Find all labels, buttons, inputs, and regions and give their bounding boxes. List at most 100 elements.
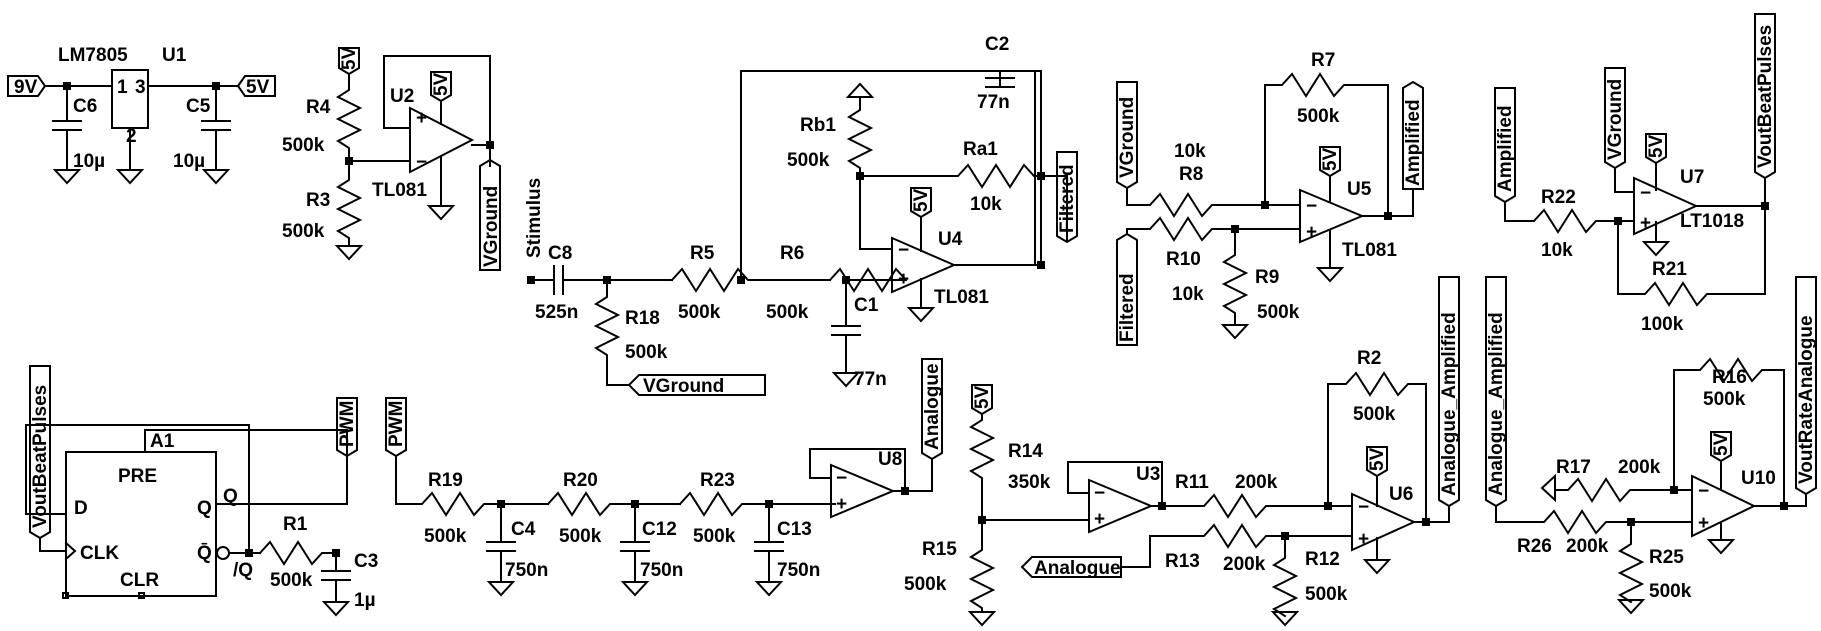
r20-ref: R20 xyxy=(563,470,598,491)
u3-ref: U3 xyxy=(1136,464,1160,485)
c12-value: 750n xyxy=(640,560,683,581)
svg-text:−: − xyxy=(1640,183,1651,204)
svg-text:VoutRateAnalogue: VoutRateAnalogue xyxy=(1796,315,1817,484)
r3-ref: R3 xyxy=(306,190,330,211)
svg-text:+: + xyxy=(1306,222,1317,243)
net-port-5v xyxy=(236,75,276,97)
net-port-voutbeatpulses-a1 xyxy=(29,365,51,540)
net-port-analogue-u8 xyxy=(921,358,943,461)
svg-text:5V: 5V xyxy=(1367,447,1388,471)
rb1-ref: Rb1 xyxy=(800,115,836,136)
resistor-r25 xyxy=(1617,521,1645,604)
c1-value: 77n xyxy=(854,369,887,390)
net-label-stimulus: Stimulus xyxy=(524,178,545,258)
c13-ref: C13 xyxy=(777,519,812,540)
resistor-ra1 xyxy=(859,163,1042,189)
r13-value: 200k xyxy=(1223,554,1266,575)
svg-text:+: + xyxy=(1094,509,1105,530)
r1-value: 500k xyxy=(270,570,313,591)
r6-ref: R6 xyxy=(780,243,804,264)
rate-output-section: Analogue_Amplified R26 200k R17 200k R25… xyxy=(1485,276,1817,614)
r5-ref: R5 xyxy=(690,243,715,264)
resistor-r17 xyxy=(1554,477,1675,503)
c5-ref: C5 xyxy=(186,96,211,117)
u7-ref: U7 xyxy=(1680,167,1704,188)
resistor-r11 xyxy=(1161,493,1329,519)
resistor-r12 xyxy=(1271,535,1299,618)
svg-text:Amplified: Amplified xyxy=(1495,105,1516,192)
r18-ref: R18 xyxy=(625,308,660,329)
resistor-r20 xyxy=(546,491,681,517)
r16-value: 500k xyxy=(1703,389,1746,410)
comparator-u7 xyxy=(1633,176,1699,236)
net-port-5v-r4 xyxy=(338,47,360,76)
r21-value: 100k xyxy=(1641,314,1684,335)
r5-value: 500k xyxy=(678,302,721,323)
svg-text:+: + xyxy=(898,269,909,290)
net-port-9v xyxy=(7,75,47,97)
u1-pin2: 2 xyxy=(126,126,137,147)
r20-value: 500k xyxy=(559,526,602,547)
c12-ref: C12 xyxy=(642,519,677,540)
u8-ref: U8 xyxy=(878,449,902,470)
net-port-vground-u2 xyxy=(479,158,501,271)
opamp-u4 xyxy=(891,236,957,294)
r17-value: 200k xyxy=(1618,457,1661,478)
capacitor-c12 xyxy=(620,503,650,583)
r7-ref: R7 xyxy=(1311,50,1335,71)
r6-value: 500k xyxy=(766,302,809,323)
r12-ref: R12 xyxy=(1305,549,1340,570)
resistor-rb1 xyxy=(846,96,874,177)
c5-value: 10µ xyxy=(173,151,205,172)
r16-ref: R16 xyxy=(1712,367,1747,388)
svg-text:−: − xyxy=(416,152,427,173)
r1-ref: R1 xyxy=(283,514,308,535)
c8-ref: C8 xyxy=(548,243,572,264)
svg-text:+: + xyxy=(416,108,427,129)
c6-ref: C6 xyxy=(73,96,97,117)
net-port-voutrateanalogue xyxy=(1795,276,1817,496)
ra1-ref: Ra1 xyxy=(963,139,998,160)
svg-text:+: + xyxy=(1358,529,1369,550)
opamp-u10 xyxy=(1691,474,1757,538)
u2-ref: U2 xyxy=(390,86,414,107)
net-port-vground-r18 xyxy=(627,374,766,396)
svg-text:PWM: PWM xyxy=(386,401,407,447)
u1-value: LM7805 xyxy=(58,45,128,66)
u5-ref: U5 xyxy=(1347,179,1372,200)
c3-ref: C3 xyxy=(354,551,378,572)
r10-value: 10k xyxy=(1172,284,1204,305)
a1-clr: CLR xyxy=(120,570,159,591)
resistor-r16 xyxy=(1673,357,1785,507)
capacitor-c2 xyxy=(985,70,1015,88)
r19-value: 500k xyxy=(424,526,467,547)
u1-pin3: 3 xyxy=(135,77,146,98)
r8-ref: R8 xyxy=(1179,164,1203,185)
resistor-r9 xyxy=(1221,228,1249,326)
r2-value: 500k xyxy=(1353,404,1396,425)
opamp-u6 xyxy=(1351,492,1417,552)
r22-value: 10k xyxy=(1541,240,1573,261)
net-port-amplified-u7 xyxy=(1494,87,1516,204)
resistor-r2 xyxy=(1327,371,1427,523)
r8-value: 10k xyxy=(1174,141,1206,162)
svg-text:5V: 5V xyxy=(339,46,360,70)
a1-d: D xyxy=(74,498,88,519)
filter-section: Stimulus C8 525n R18 500k VGround R5 500… xyxy=(524,34,1078,397)
u4-ref: U4 xyxy=(938,229,963,250)
a1-q: Q xyxy=(197,498,212,519)
net-port-analogue-amplified-u10 xyxy=(1485,276,1507,508)
buffer-u8 xyxy=(830,463,896,519)
resistor-r26 xyxy=(1495,505,1654,535)
svg-text:5V: 5V xyxy=(911,188,932,212)
svg-text:VGround: VGround xyxy=(1605,79,1626,160)
r12-value: 500k xyxy=(1305,584,1348,605)
svg-text:Analogue_Amplified: Analogue_Amplified xyxy=(1486,312,1507,496)
svg-text:−: − xyxy=(1358,497,1369,518)
svg-text:Analogue: Analogue xyxy=(922,363,943,450)
a1-ref: A1 xyxy=(150,431,175,452)
net-port-voutbeatpulses-u7 xyxy=(1754,13,1776,180)
svg-text:VoutBeatPulses: VoutBeatPulses xyxy=(1755,25,1776,168)
svg-text:5V: 5V xyxy=(1711,432,1732,456)
a1-nq: /Q xyxy=(233,560,253,581)
